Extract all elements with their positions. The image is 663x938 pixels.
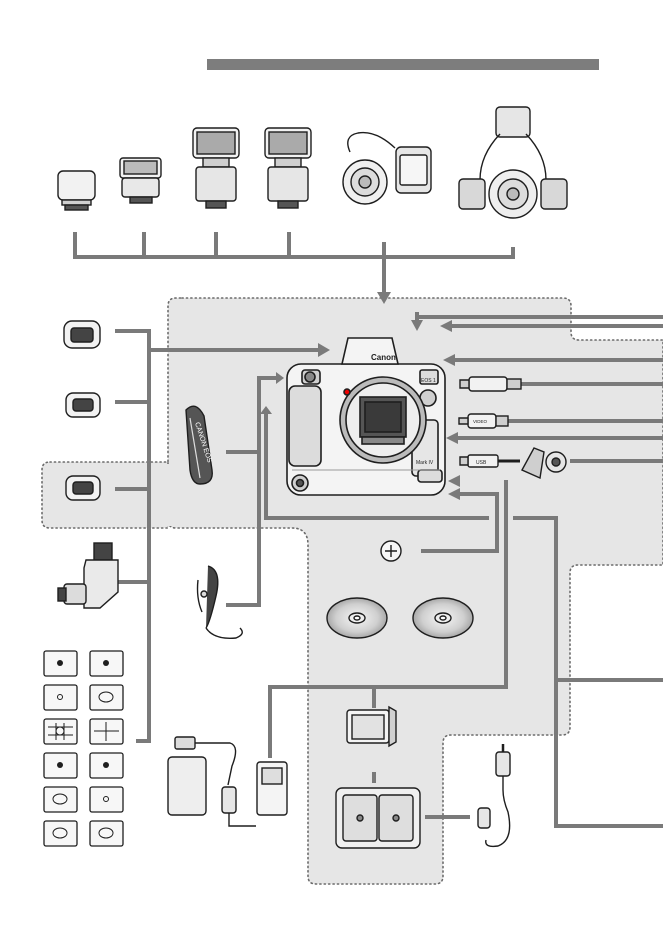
- software-disc-1: [327, 598, 387, 638]
- flash-430ex: [193, 128, 239, 208]
- hand-strap: [198, 566, 243, 638]
- software-disc-2: [413, 598, 473, 638]
- video-text: VIDEO: [473, 419, 488, 424]
- camera-model: EOS 1: [421, 378, 436, 384]
- eyecup-3: [66, 476, 100, 500]
- battery-pack: [347, 707, 396, 746]
- eyecup-1: [64, 321, 100, 348]
- camera-brand: Canon: [371, 353, 396, 362]
- header-bar: [207, 59, 599, 70]
- eyecup-2: [66, 393, 100, 417]
- angle-finder: [58, 543, 118, 608]
- flash-580ex: [265, 128, 311, 208]
- flash-st-e2: [58, 171, 95, 210]
- usb-text: USB: [476, 460, 487, 466]
- battery-charger: [336, 788, 420, 848]
- macro-ring-lite: [343, 133, 431, 204]
- macro-twin-lite: [459, 107, 567, 218]
- battery-ac-adapter: [381, 541, 401, 561]
- flash-270ex: [120, 158, 161, 203]
- car-battery-cable: [478, 744, 510, 846]
- focusing-screens: [44, 651, 123, 846]
- grip-badge: Mark IV: [416, 460, 434, 466]
- hdmi-cable: [460, 377, 521, 391]
